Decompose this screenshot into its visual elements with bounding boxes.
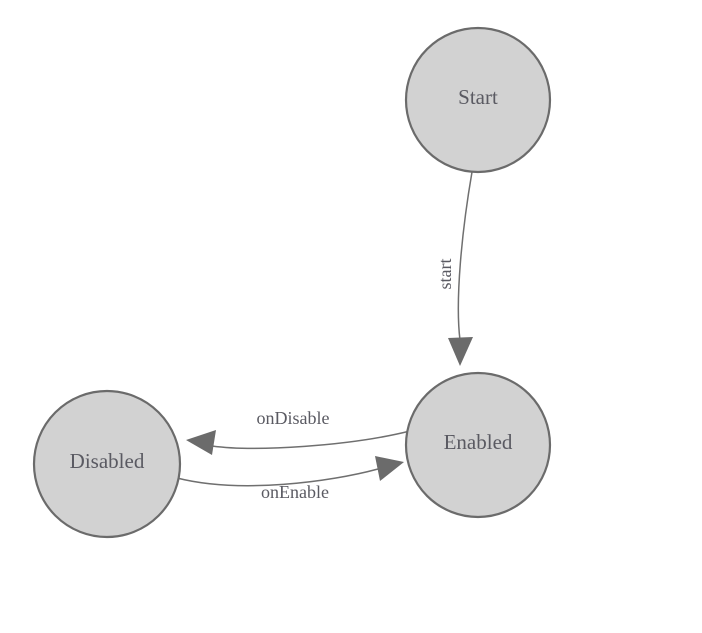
edge-enabled-to-disabled[interactable]: onDisable — [186, 408, 411, 455]
state-node-enabled-circle — [404, 371, 552, 519]
edge-disabled-to-enabled-path — [176, 468, 379, 487]
edge-label-start: start — [435, 259, 455, 290]
state-node-disabled-label: Disabled — [70, 449, 145, 473]
edge-start-to-enabled-path — [457, 171, 473, 341]
state-node-start-circle — [404, 26, 552, 174]
edge-enabled-to-disabled-arrowhead — [186, 430, 216, 455]
state-node-start[interactable]: Start — [404, 26, 552, 174]
state-node-enabled[interactable]: Enabled — [404, 371, 552, 519]
state-node-disabled-circle — [32, 389, 182, 539]
edge-start-to-enabled[interactable]: start — [435, 171, 473, 366]
edge-disabled-to-enabled[interactable]: onEnable — [176, 456, 404, 502]
edge-start-to-enabled-arrowhead — [448, 337, 473, 366]
edge-label-ondisable: onDisable — [257, 408, 330, 428]
edge-disabled-to-enabled-arrowhead — [375, 456, 404, 481]
state-node-disabled[interactable]: Disabled — [32, 389, 182, 539]
edge-label-onenable: onEnable — [261, 482, 329, 502]
state-node-enabled-label: Enabled — [444, 430, 513, 454]
edge-enabled-to-disabled-path — [211, 430, 411, 450]
state-node-start-label: Start — [458, 85, 498, 109]
